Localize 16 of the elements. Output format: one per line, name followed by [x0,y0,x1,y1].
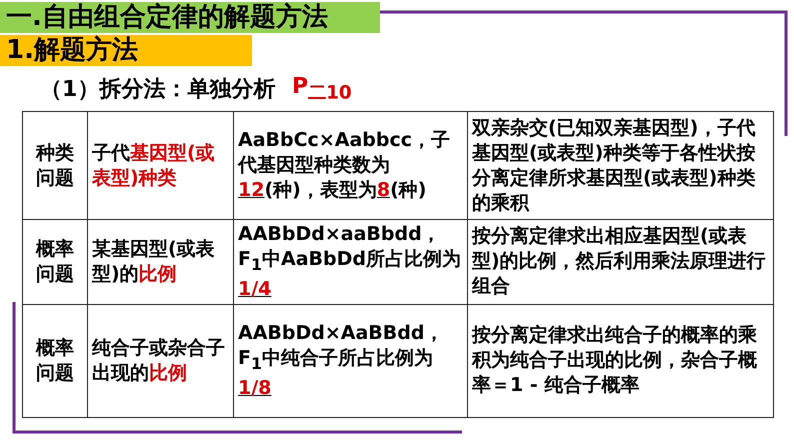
method-cell: 按分离定律求出纯合子的概率的乘积为纯合子出现的比例，杂合子概率＝1 - 纯合子概率 [468,304,774,418]
row-header-cell: 概率问题 [22,304,88,418]
item-cell: 子代基因型(或表型)种类 [88,112,234,220]
annotation: P$_{二10}$ [292,74,352,104]
row-header-cell: 种类问题 [22,112,88,220]
section-heading: （1）拆分法：单独分析 [40,76,276,104]
item-cell: 某基因型(或表型)的比例 [88,220,234,304]
example-cell: AaBbCc×Aabbcc，子代基因型种类数为12(种)，表型为8(种) [234,112,468,220]
example-cell: AABbDd×aaBbdd，F$_{1}$中AaBbDd所占比例为1/4 [234,220,468,304]
row-header-cell: 概率问题 [22,220,88,304]
item-cell: 纯合子或杂合子出现的比例 [88,304,234,418]
method-cell: 双亲杂交(已知双亲基因型)，子代基因型(或表型)种类等于各性状按分离定律所求基因型(或表型)种类的乘积 [468,112,774,220]
heading-band: 1.解题方法 [0,35,252,66]
example-cell: AABbDd×AaBBdd，F$_{1}$中纯合子所占比例为1/8 [234,304,468,418]
method-cell: 按分离定律求出相应基因型(或表型)的比例，然后利用乘法原理进行组合 [468,220,774,304]
heading-band: 一.自由组合定律的解题方法 [0,2,380,33]
